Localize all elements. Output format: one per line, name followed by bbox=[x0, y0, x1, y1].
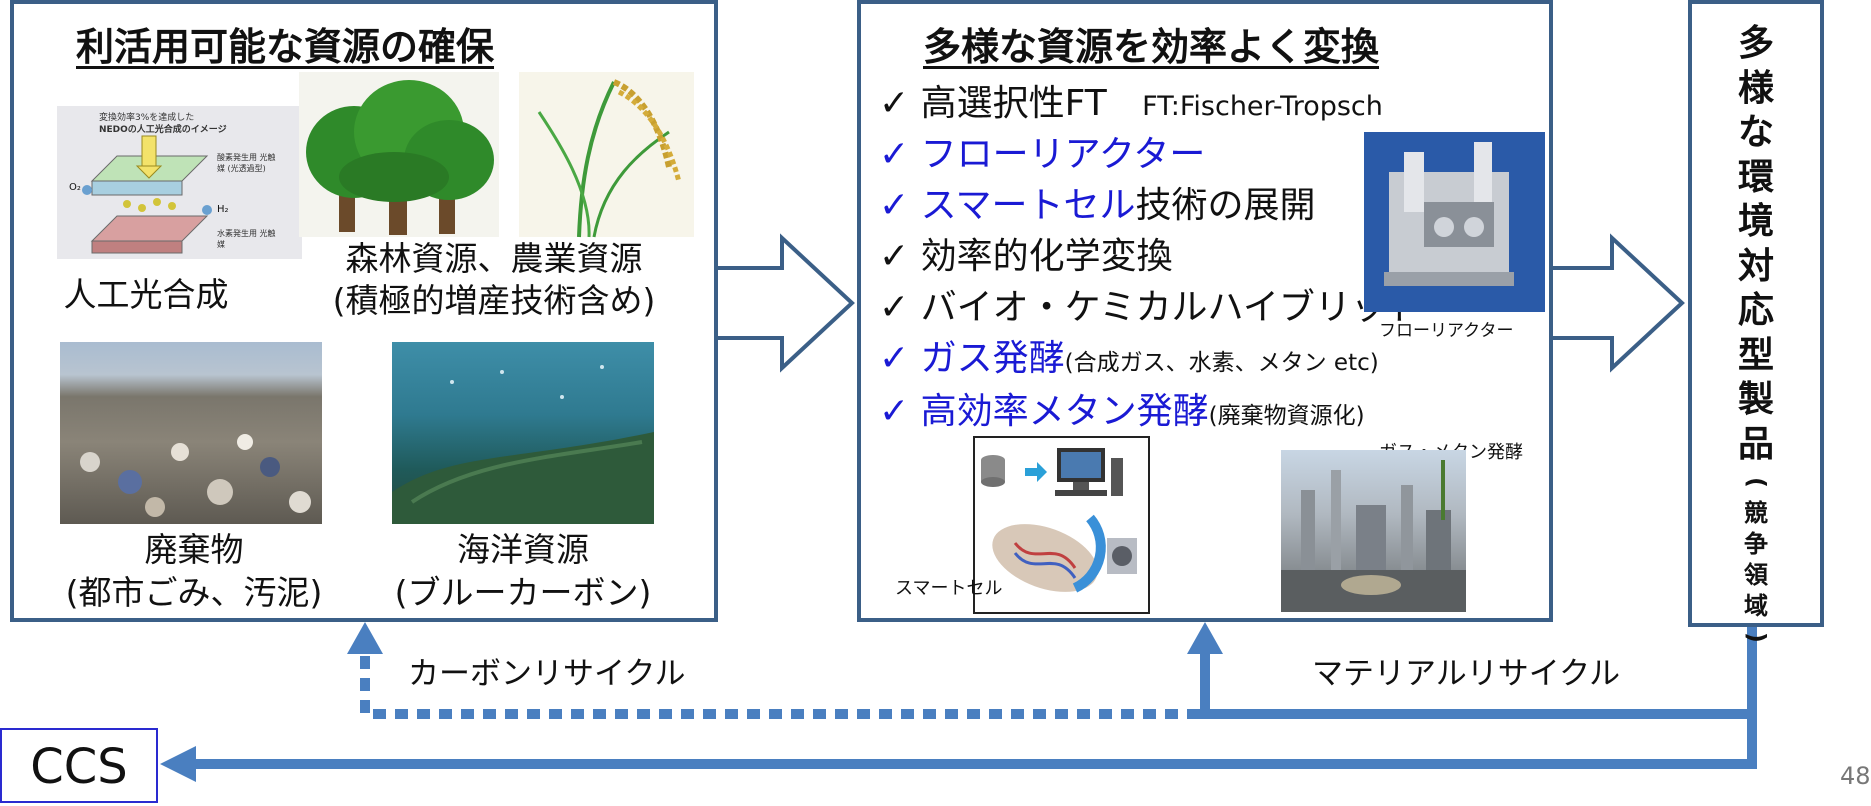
product-vertical-text: 多 様 な 環 境 対 応 型 製 品 ( 競 争 領 域 ) bbox=[1692, 22, 1820, 653]
material-recycle-line bbox=[1200, 652, 1752, 719]
ocean-caption-line1: 海洋資源 bbox=[457, 530, 589, 569]
industrial-plant-icon bbox=[1281, 460, 1466, 612]
check-icon: ✓ bbox=[879, 287, 910, 328]
ft-note: FT:Fischer-Tropsch bbox=[1142, 91, 1383, 122]
material-recycle-label: マテリアルリサイクル bbox=[1312, 656, 1621, 692]
check-icon: ✓ bbox=[879, 391, 910, 432]
photosynthesis-text-3: 酸素発生用 光触媒 (光透過型) bbox=[217, 153, 276, 173]
flow-reactor-image bbox=[1364, 132, 1545, 312]
check-icon: ✓ bbox=[879, 83, 910, 124]
material-recycle-arrowhead bbox=[1187, 622, 1223, 654]
product-box: 多 様 な 環 境 対 応 型 製 品 ( 競 争 領 域 ) bbox=[1688, 0, 1824, 643]
check-icon: ✓ bbox=[879, 236, 910, 277]
paren-close: ) bbox=[1742, 632, 1771, 643]
arrow-middle-to-right bbox=[1549, 233, 1685, 373]
ocean-caption-line2: (ブルーカーボン) bbox=[394, 573, 652, 612]
artificial-photosynthesis-image: 変換効率3%を達成した NEDOの人工光合成のイメージ O₂ H₂ 酸素発生用 … bbox=[57, 106, 302, 259]
ccs-label: CCS bbox=[30, 739, 128, 795]
seagrass-icon bbox=[392, 365, 654, 524]
forest-agri-caption-line1: 森林資源、農業資源 bbox=[345, 239, 643, 278]
reactor-machine-icon bbox=[1384, 142, 1514, 286]
list-item-ft: ✓ 高選択性FT FT:Fischer-Tropsch bbox=[879, 83, 1383, 124]
rice-plant-icon bbox=[537, 79, 682, 238]
ccs-box: CCS bbox=[0, 728, 158, 803]
methane-plant-image bbox=[1281, 450, 1466, 612]
artificial-photosynthesis-caption: 人工光合成 bbox=[63, 275, 229, 314]
photosynthesis-diagram bbox=[82, 135, 212, 254]
check-icon: ✓ bbox=[879, 338, 910, 379]
flow-reactor-caption: フローリアクター bbox=[1379, 321, 1514, 341]
check-icon: ✓ bbox=[879, 185, 910, 226]
waste-caption-line2: (都市ごみ、汚泥) bbox=[65, 573, 323, 612]
arrow-left-to-middle bbox=[714, 233, 855, 373]
smart-cell-icon bbox=[981, 448, 1137, 593]
ccs-arrowhead bbox=[160, 746, 196, 782]
ocean-image bbox=[392, 342, 654, 524]
forest-image bbox=[299, 72, 499, 237]
list-item-methane-fermentation: ✓ 高効率メタン発酵(廃棄物資源化) bbox=[879, 391, 1365, 432]
list-item-chemical-conversion: ✓ 効率的化学変換 bbox=[879, 236, 1173, 277]
photosynthesis-h2: H₂ bbox=[217, 204, 229, 215]
photosynthesis-text-1: 変換効率3%を達成した bbox=[99, 113, 195, 123]
waste-pile-icon bbox=[80, 434, 311, 517]
waste-image bbox=[60, 342, 322, 524]
conversion-box: 多様な資源を効率よく変換 ✓ 高選択性FT FT:Fischer-Tropsch… bbox=[857, 0, 1553, 622]
rice-image bbox=[519, 72, 694, 238]
photosynthesis-text-2: NEDOの人工光合成のイメージ bbox=[99, 125, 227, 135]
smart-cell-caption: スマートセル bbox=[895, 578, 1003, 599]
conversion-box-title: 多様な資源を効率よく変換 bbox=[923, 25, 1380, 69]
list-item-gas-fermentation: ✓ ガス発酵(合成ガス、水素、メタン etc) bbox=[879, 338, 1379, 379]
smart-cell-diagram bbox=[973, 436, 1150, 614]
paren-open: ( bbox=[1742, 477, 1771, 488]
photosynthesis-text-4: 水素発生用 光触媒 bbox=[217, 229, 276, 249]
photosynthesis-o2: O₂ bbox=[69, 182, 81, 193]
list-item-hybrid: ✓ バイオ・ケミカルハイブリッド bbox=[879, 287, 1423, 328]
page-number: 48 bbox=[1840, 762, 1871, 790]
carbon-recycle-label: カーボンリサイクル bbox=[408, 656, 686, 692]
forest-agri-caption-line2: (積極的増産技術含め) bbox=[332, 281, 656, 320]
tree-icon bbox=[306, 80, 494, 235]
list-item-flow-reactor: ✓ フローリアクター bbox=[879, 134, 1206, 175]
resource-box: 利活用可能な資源の確保 変換効率3%を達成した NEDOの人工光合成のイメージ … bbox=[10, 0, 718, 622]
resource-box-title: 利活用可能な資源の確保 bbox=[76, 25, 495, 69]
return-line bbox=[172, 627, 1757, 769]
list-item-smart-cell: ✓ スマートセル技術の展開 bbox=[879, 185, 1316, 226]
waste-caption-line1: 廃棄物 bbox=[144, 530, 244, 569]
carbon-recycle-arrowhead bbox=[347, 622, 383, 654]
check-icon: ✓ bbox=[879, 134, 910, 175]
